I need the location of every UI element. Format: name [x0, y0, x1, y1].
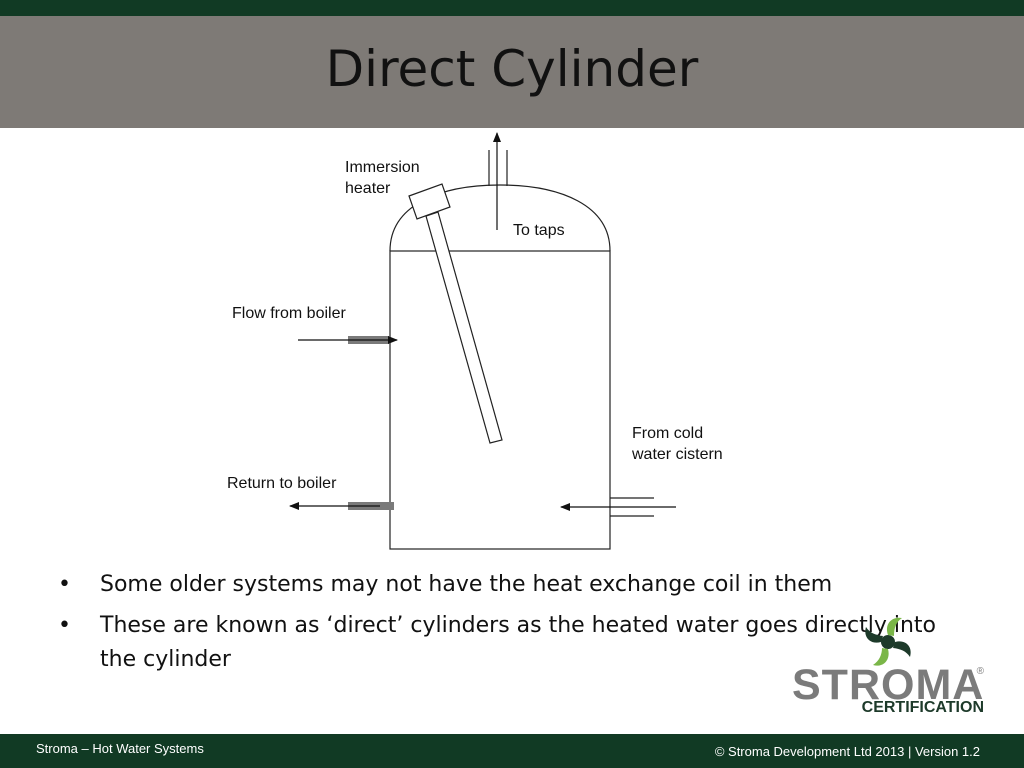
- footer-copyright: © Stroma Development Ltd 2013 | Version …: [714, 744, 980, 759]
- cylinder-dome: [389, 184, 611, 252]
- label-immersion-heater-1: Immersion: [345, 159, 420, 176]
- bullet-item: • Some older systems may not have the he…: [58, 568, 938, 602]
- bullet-dot-icon: •: [58, 572, 71, 597]
- footer-bar: Stroma – Hot Water Systems © Stroma Deve…: [0, 734, 1024, 768]
- label-cold-water-1: From cold: [632, 425, 703, 442]
- bullet-list: • Some older systems may not have the he…: [58, 568, 938, 684]
- bullet-text: These are known as ‘direct’ cylinders as…: [100, 613, 937, 672]
- label-to-taps: To taps: [513, 222, 565, 239]
- bullet-text: Some older systems may not have the heat…: [100, 572, 833, 597]
- footer-course-title: Stroma – Hot Water Systems: [36, 741, 204, 756]
- bullet-item: • These are known as ‘direct’ cylinders …: [58, 609, 938, 677]
- label-cold-water-2: water cistern: [631, 446, 723, 463]
- top-bar: [0, 0, 1024, 16]
- cylinder-diagram: Immersion heater To taps Flow from boile…: [227, 132, 723, 550]
- slide-title: Direct Cylinder: [325, 40, 699, 98]
- label-return-to-boiler: Return to boiler: [227, 475, 337, 492]
- stroma-swirl-icon: [865, 617, 911, 666]
- label-flow-from-boiler: Flow from boiler: [232, 305, 346, 322]
- registered-mark: ®: [976, 666, 984, 677]
- label-immersion-heater-2: heater: [345, 180, 391, 197]
- immersion-heater: [408, 183, 503, 444]
- title-banner: [0, 16, 1024, 128]
- logo-subtitle: CERTIFICATION: [861, 699, 984, 716]
- logo-wordmark: STROMA: [792, 661, 985, 709]
- bullet-dot-icon: •: [58, 613, 71, 638]
- stroma-logo: STROMA ® CERTIFICATION: [780, 608, 990, 723]
- cylinder-body: [389, 250, 611, 550]
